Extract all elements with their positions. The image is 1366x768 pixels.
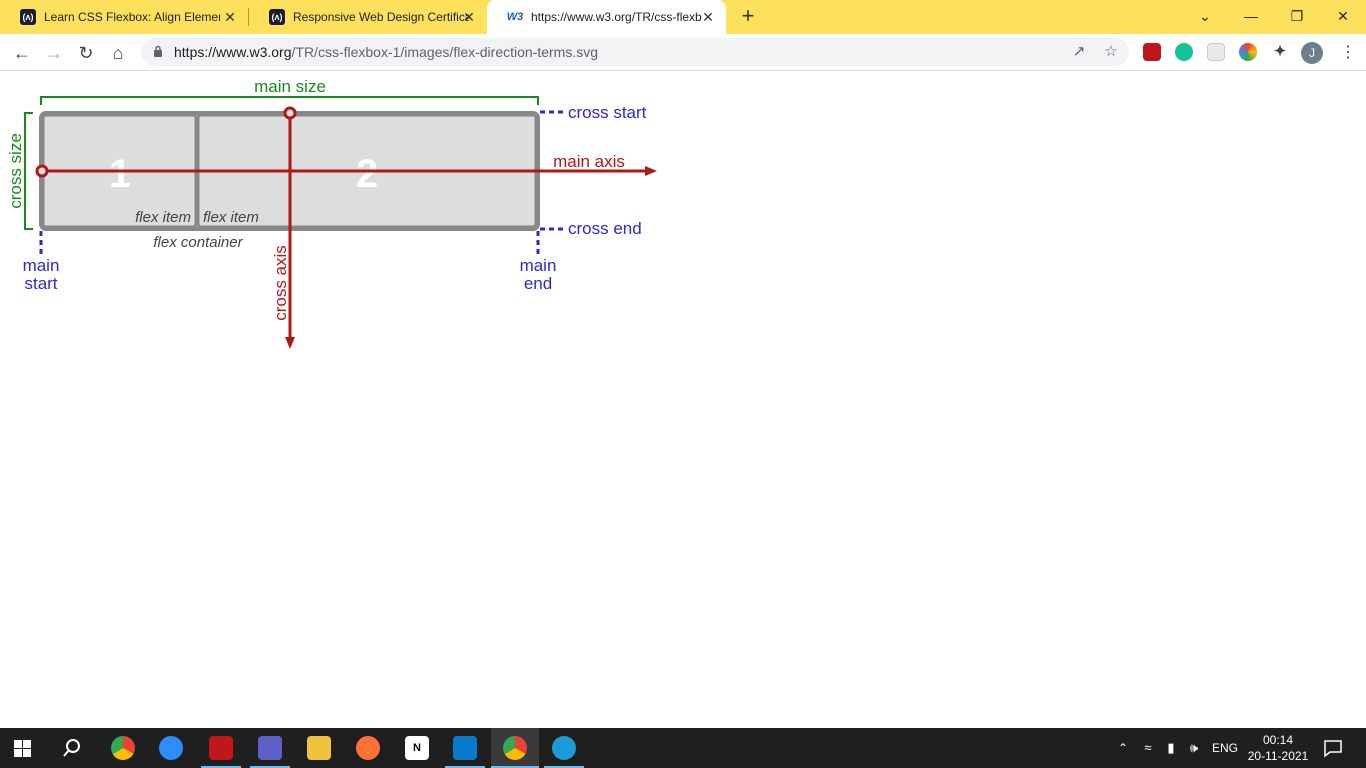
acrobat-active-indicator <box>201 766 241 768</box>
main-start-label-line2: start <box>24 274 57 293</box>
url-path: /TR/css-flexbox-1/images/flex-direction-… <box>291 44 599 60</box>
wifi-icon[interactable]: ≈ <box>1144 740 1152 755</box>
close-tab-icon[interactable]: ✕ <box>463 9 475 25</box>
cross-end-label: cross end <box>568 219 642 238</box>
clock-date: 20-11-2021 <box>1247 749 1309 763</box>
adobe-acrobat-extension-icon[interactable] <box>1143 43 1161 61</box>
tab-strip: (ʌ) Learn CSS Flexbox: Align Element ✕ (… <box>0 0 1366 34</box>
tab-title: Learn CSS Flexbox: Align Element <box>44 10 220 24</box>
reload-button[interactable]: ↻ <box>78 43 94 63</box>
vscode-icon[interactable] <box>453 736 477 760</box>
windows-taskbar: N ⌃ ≈ ▮ 🕪 ENG 00:14 20-11-2021 <box>0 728 1366 768</box>
close-tab-icon[interactable]: ✕ <box>224 9 236 25</box>
tab-responsive-web-design[interactable]: (ʌ) Responsive Web Design Certifica ✕ <box>249 0 487 34</box>
color-picker-extension-icon[interactable] <box>1239 43 1257 61</box>
extension-icon[interactable] <box>1207 43 1225 61</box>
battery-icon[interactable]: ▮ <box>1167 740 1175 755</box>
page-content: main size cross size 1 2 flex item flex … <box>0 71 1366 728</box>
flex-container-label: flex container <box>153 234 243 251</box>
main-end-label-line1: main <box>520 256 557 275</box>
chrome-icon[interactable] <box>111 736 135 760</box>
search-icon[interactable] <box>62 738 82 758</box>
url-text[interactable]: https://www.w3.org/TR/css-flexbox-1/imag… <box>174 44 598 60</box>
browser-toolbar: ← → ↻ ⌂ https://www.w3.org/TR/css-flexbo… <box>0 34 1366 71</box>
lock-icon[interactable] <box>153 45 163 57</box>
main-size-label: main size <box>254 77 326 96</box>
cross-size-label: cross size <box>6 133 25 209</box>
browser-menu-icon[interactable]: ⋮ <box>1340 44 1356 61</box>
tab-search-icon[interactable]: ⌄ <box>1199 8 1211 24</box>
home-button[interactable]: ⌂ <box>112 43 124 63</box>
minimize-button[interactable]: — <box>1244 8 1258 24</box>
cross-axis-origin <box>283 106 297 120</box>
tab-w3-flex-direction[interactable]: W3 https://www.w3.org/TR/css-flexb ✕ <box>487 0 726 34</box>
zoom-icon[interactable] <box>159 736 183 760</box>
main-axis-arrowhead <box>645 166 657 176</box>
teams-active-indicator <box>250 766 290 768</box>
safari-like-icon[interactable] <box>552 736 576 760</box>
tab-title: Responsive Web Design Certifica <box>293 10 469 24</box>
profile-avatar[interactable]: J <box>1301 42 1323 64</box>
flex-item-2-number: 2 <box>356 152 378 196</box>
clock-time: 00:14 <box>1262 733 1294 747</box>
app-active-indicator <box>544 766 584 768</box>
forward-button[interactable]: → <box>45 43 63 63</box>
freecodecamp-icon: (ʌ) <box>20 9 36 25</box>
notion-icon[interactable]: N <box>405 736 429 760</box>
cross-axis-arrowhead <box>285 337 295 349</box>
windows-start-icon[interactable] <box>14 740 31 757</box>
back-button[interactable]: ← <box>13 43 31 63</box>
volume-icon[interactable]: 🕪 <box>1189 740 1199 755</box>
flex-direction-terms-diagram: main size cross size 1 2 flex item flex … <box>6 77 657 349</box>
firefox-icon[interactable] <box>356 736 380 760</box>
tab-title: https://www.w3.org/TR/css-flexb <box>531 10 702 24</box>
bookmark-star-icon[interactable]: ☆ <box>1104 43 1118 60</box>
freecodecamp-icon: (ʌ) <box>269 9 285 25</box>
w3c-icon: W3 <box>506 11 524 23</box>
main-start-label-line1: main <box>23 256 60 275</box>
tab-learn-css-flexbox[interactable]: (ʌ) Learn CSS Flexbox: Align Element ✕ <box>0 0 248 34</box>
chrome-profile-icon[interactable] <box>503 736 527 760</box>
language-indicator[interactable]: ENG <box>1211 741 1238 755</box>
tab-divider <box>248 8 249 26</box>
address-bar[interactable]: https://www.w3.org/TR/css-flexbox-1/imag… <box>141 38 1129 66</box>
share-icon[interactable]: ↗ <box>1072 43 1086 60</box>
extensions-puzzle-icon[interactable]: ✦ <box>1273 43 1287 60</box>
grammarly-extension-icon[interactable] <box>1175 43 1193 61</box>
flex-item-1-number: 1 <box>109 152 131 196</box>
restore-button[interactable]: ❐ <box>1290 8 1304 24</box>
chrome-active-indicator <box>491 766 539 768</box>
main-size-bracket <box>40 96 539 105</box>
close-window-button[interactable]: ✕ <box>1337 8 1349 24</box>
url-host: https://www.w3.org <box>174 44 292 60</box>
main-end-label-line2: end <box>524 274 552 293</box>
system-clock[interactable]: 00:14 20-11-2021 <box>1246 732 1310 764</box>
vscode-active-indicator <box>445 766 485 768</box>
teams-icon[interactable] <box>258 736 282 760</box>
file-explorer-icon[interactable] <box>307 736 331 760</box>
flex-item-1-label: flex item <box>135 209 191 226</box>
acrobat-icon[interactable] <box>209 736 233 760</box>
close-tab-icon[interactable]: ✕ <box>702 9 714 25</box>
flex-item-2-label: flex item <box>203 209 259 226</box>
main-axis-label: main axis <box>553 152 625 171</box>
notification-center-icon[interactable] <box>1324 739 1342 757</box>
new-tab-button[interactable]: + <box>741 3 755 28</box>
cross-axis-label: cross axis <box>271 245 290 321</box>
cross-size-bracket <box>24 112 33 230</box>
cross-start-label: cross start <box>568 103 647 122</box>
show-hidden-icons-chevron-icon[interactable]: ⌃ <box>1117 741 1129 755</box>
main-axis-origin <box>35 164 49 178</box>
